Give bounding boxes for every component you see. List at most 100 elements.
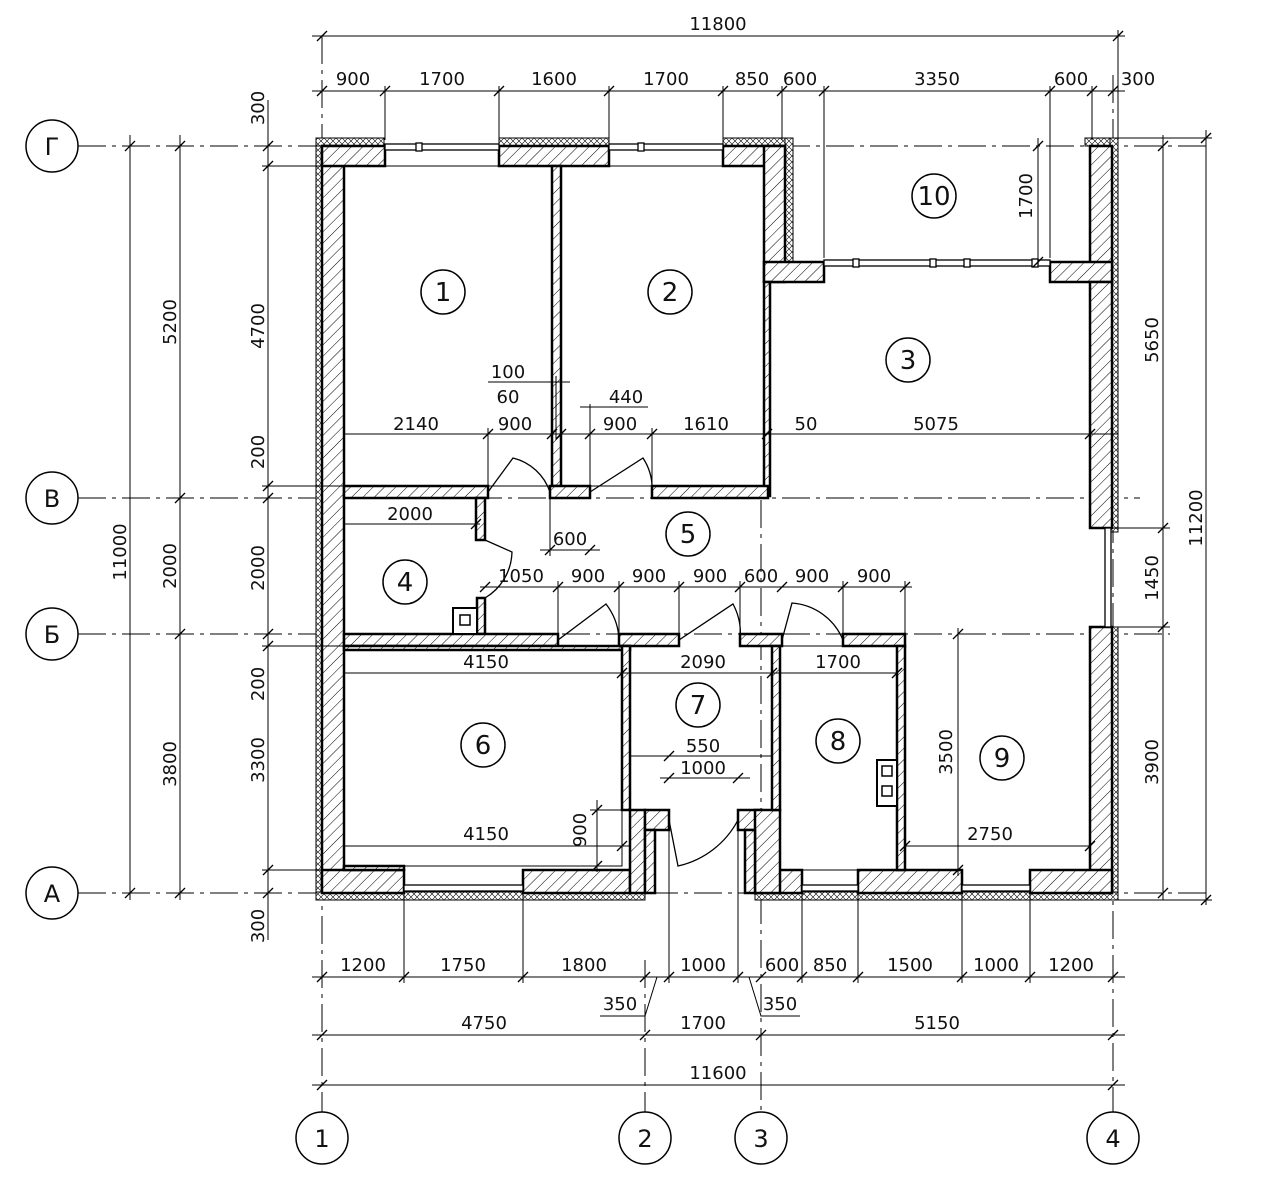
dim-left-mid-3: 3800	[160, 741, 181, 787]
dim-loggia-depth: 1700	[1016, 173, 1037, 219]
axis-marker-v: В	[25, 471, 79, 525]
dim-left-inner-5: 200	[248, 667, 269, 701]
windows	[384, 142, 1112, 892]
axis-marker-1: 1	[295, 1111, 349, 1165]
dim-900-vertical: 900	[570, 813, 591, 847]
svg-text:В: В	[44, 485, 60, 513]
dim-top-4: 1700	[643, 69, 689, 90]
dim-row-1: 1050	[498, 566, 544, 587]
dim-left-inner-2: 4700	[248, 303, 269, 349]
axis-marker-3: 3	[734, 1111, 788, 1165]
dim-1000: 1000	[680, 758, 726, 779]
svg-text:4: 4	[397, 568, 414, 598]
axis-marker-a: А	[25, 866, 79, 920]
dim-top-2: 1700	[419, 69, 465, 90]
svg-text:1: 1	[314, 1125, 329, 1153]
dim-350-left: 350	[603, 994, 637, 1015]
dim-3500: 3500	[936, 729, 957, 775]
dim-left-mid-2: 2000	[160, 543, 181, 589]
dim-top-8: 600	[1054, 69, 1088, 90]
svg-text:7: 7	[690, 691, 707, 721]
svg-text:2: 2	[637, 1125, 652, 1153]
dimension-texts: 11800 900 1700 1600 1700 850 600 3350 60…	[110, 14, 1207, 1084]
svg-text:Б: Б	[44, 621, 60, 649]
dim-left-inner-1: 300	[248, 91, 269, 125]
dim-right-inner-3: 3900	[1142, 739, 1163, 785]
interior-walls	[342, 164, 907, 872]
dim-bottom-total: 11600	[689, 1063, 746, 1084]
ventilation-ducts	[452, 607, 898, 807]
dim-row-7: 900	[857, 566, 891, 587]
dim-axes-2-3: 1700	[680, 1013, 726, 1034]
dim-bottom-8: 1000	[973, 955, 1019, 976]
dim-top-9: 300	[1121, 69, 1155, 90]
room-10: 10	[911, 173, 957, 219]
dim-corridor-600: 600	[553, 529, 587, 550]
axis-marker-b: Б	[25, 607, 79, 661]
axis-marker-2: 2	[618, 1111, 672, 1165]
dim-left-inner-3: 200	[248, 435, 269, 469]
dim-top-total: 11800	[689, 14, 746, 35]
svg-text:2: 2	[662, 278, 679, 308]
dim-550: 550	[686, 736, 720, 757]
axis-markers: Г В Б А 1 2 3 4	[25, 119, 1140, 1165]
room-7: 7	[675, 682, 721, 728]
dim-2090: 2090	[680, 652, 726, 673]
dim-room8-width: 1700	[815, 652, 861, 673]
dim-room1-width: 2140	[393, 414, 439, 435]
doors	[484, 457, 844, 867]
svg-text:4: 4	[1105, 1125, 1120, 1153]
room-labels: 1 2 3 4 5 6 7 8 9 10	[382, 173, 1025, 781]
dim-top-3: 1600	[531, 69, 577, 90]
dim-row-5: 600	[744, 566, 778, 587]
dim-50: 50	[795, 414, 818, 435]
room-1: 1	[420, 269, 466, 315]
dim-bottom-4: 1000	[680, 955, 726, 976]
dim-bottom-1: 1200	[340, 955, 386, 976]
dim-right-total: 11200	[1186, 489, 1207, 546]
dim-row-6: 900	[795, 566, 829, 587]
dim-bottom-7: 1500	[887, 955, 933, 976]
dim-350-right: 350	[763, 994, 797, 1015]
dim-row-4: 900	[693, 566, 727, 587]
dim-bottom-3: 1800	[561, 955, 607, 976]
dim-5075: 5075	[913, 414, 959, 435]
dim-bottom-5: 600	[765, 955, 799, 976]
dim-door-2: 900	[603, 414, 637, 435]
room-5: 5	[665, 511, 711, 557]
dim-row-3: 900	[632, 566, 666, 587]
axis-marker-g: Г	[25, 119, 79, 173]
dim-left-inner-7: 300	[248, 909, 269, 943]
exterior-walls	[315, 137, 1119, 901]
dim-bottom-9: 1200	[1048, 955, 1094, 976]
room-8: 8	[815, 718, 861, 764]
dim-door-1: 900	[498, 414, 532, 435]
dim-room6-width-bottom: 4150	[463, 824, 509, 845]
svg-text:3: 3	[900, 346, 917, 376]
dim-left-inner-4: 2000	[248, 545, 269, 591]
dim-bottom-2: 1750	[440, 955, 486, 976]
dim-left-outer: 11000	[110, 523, 131, 580]
room-9: 9	[979, 735, 1025, 781]
dim-60: 60	[497, 387, 520, 408]
dim-right-inner-1: 5650	[1142, 317, 1163, 363]
svg-text:Г: Г	[45, 133, 60, 161]
dim-top-7: 3350	[914, 69, 960, 90]
dim-top-5: 850	[735, 69, 769, 90]
room-2: 2	[647, 269, 693, 315]
axis-marker-4: 4	[1086, 1111, 1140, 1165]
dim-axes-1-2: 4750	[461, 1013, 507, 1034]
dim-2750: 2750	[967, 824, 1013, 845]
dim-room6-width-top: 4150	[463, 652, 509, 673]
dim-room4-width: 2000	[387, 504, 433, 525]
dim-room2-width: 1610	[683, 414, 729, 435]
dimension-lines	[124, 30, 1212, 1091]
svg-text:3: 3	[753, 1125, 768, 1153]
dim-bottom-6: 850	[813, 955, 847, 976]
room-4: 4	[382, 559, 428, 605]
svg-text:8: 8	[830, 727, 847, 757]
dim-top-6: 600	[783, 69, 817, 90]
dim-row-2: 900	[571, 566, 605, 587]
svg-text:5: 5	[680, 520, 697, 550]
